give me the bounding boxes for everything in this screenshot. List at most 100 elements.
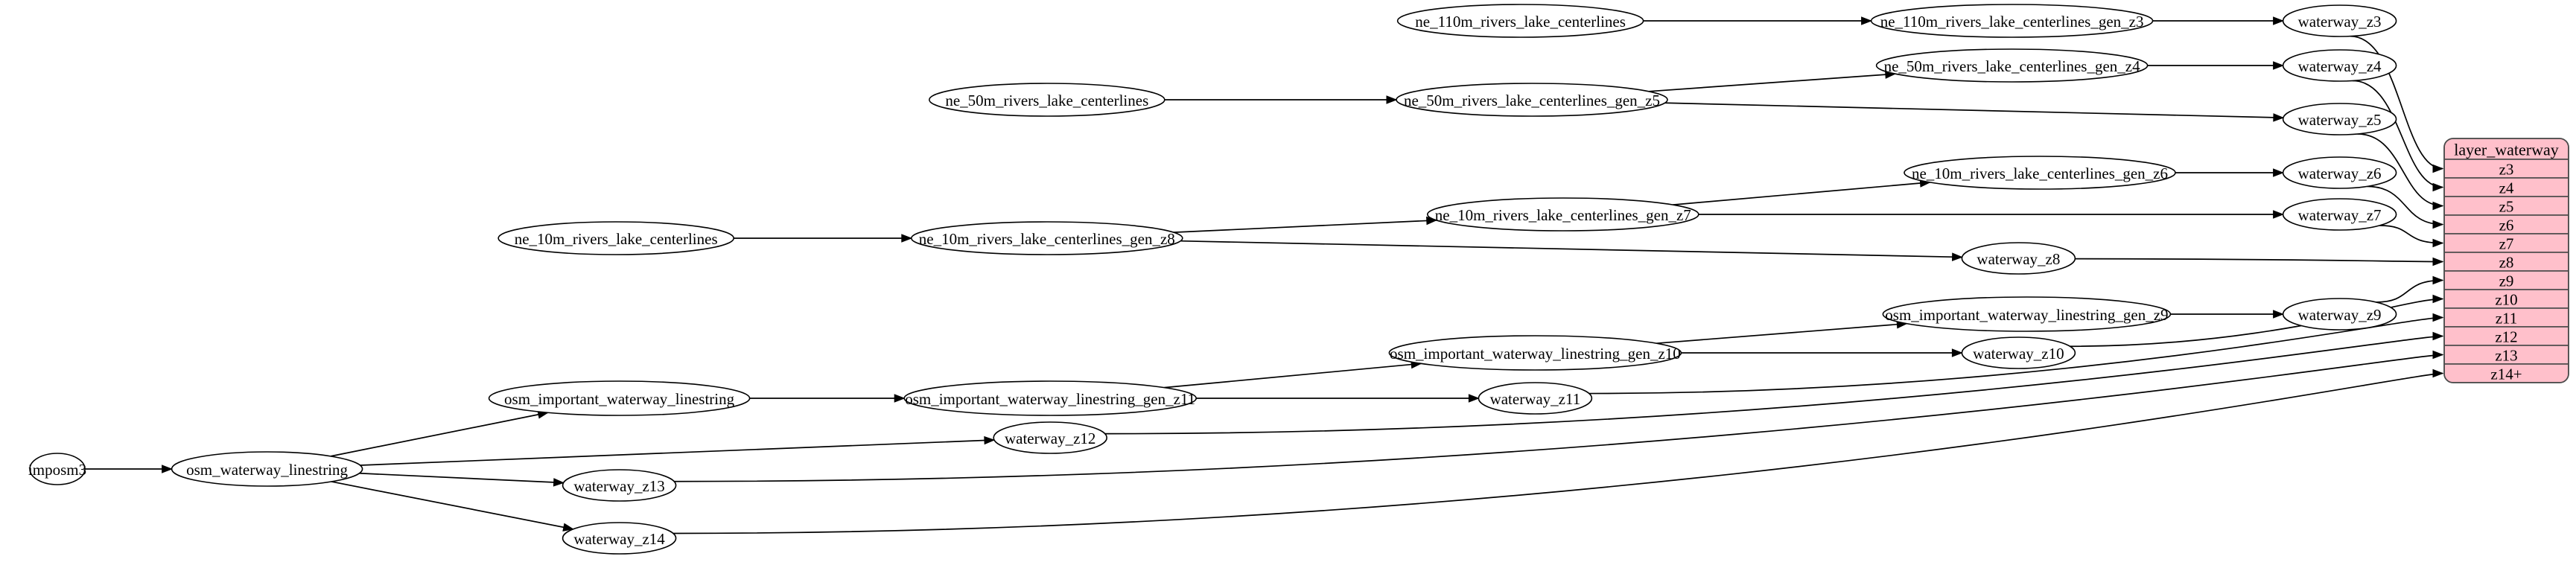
node-ne_10m_rivers_lake_centerlines[interactable]: ne_10m_rivers_lake_centerlines <box>497 221 735 255</box>
node-shape <box>1478 382 1593 415</box>
node-ne_110m_rivers_lake_centerlines_gen_z3[interactable]: ne_110m_rivers_lake_centerlines_gen_z3 <box>1870 4 2154 38</box>
edge-waterway_z7-to-layer_waterway-z7 <box>2379 225 2443 244</box>
table-row-label: z4 <box>2499 179 2514 197</box>
node-shape <box>1396 83 1668 117</box>
table-row-label: z13 <box>2495 347 2517 365</box>
edge-ne_10m_rivers_lake_centerlines_gen_z8-to-waterway_z8 <box>1180 240 1962 258</box>
node-waterway_z5[interactable]: waterway_z5 <box>2282 103 2397 135</box>
edge-waterway_z13-to-layer_waterway-z13 <box>674 354 2443 482</box>
edge-osm_waterway_linestring-to-osm_important_waterway_linestring <box>330 412 548 457</box>
edge-waterway_z12-to-layer_waterway-z12 <box>1104 335 2443 435</box>
node-ne_50m_rivers_lake_centerlines_gen_z5[interactable]: ne_50m_rivers_lake_centerlines_gen_z5 <box>1396 83 1668 117</box>
node-label: waterway_z7 <box>2298 206 2382 224</box>
node-label: osm_important_waterway_linestring_gen_z9 <box>1885 306 2168 324</box>
edge-ne_10m_rivers_lake_centerlines_gen_z8-to-ne_10m_rivers_lake_centerlines_gen_z7 <box>1173 220 1437 233</box>
edge-arrowhead <box>2273 16 2284 25</box>
node-shape <box>488 380 751 416</box>
table-row-label: z7 <box>2499 235 2514 253</box>
table-row-z14+[interactable] <box>2444 363 2569 383</box>
edges-layer <box>85 16 2444 535</box>
node-waterway_z3[interactable]: waterway_z3 <box>2282 4 2397 37</box>
table-row-label: z8 <box>2499 254 2514 272</box>
node-label: osm_waterway_linestring <box>186 461 348 479</box>
edge-arrowhead <box>2432 368 2444 378</box>
table-outline <box>2443 138 2569 383</box>
edge-arrowhead <box>984 435 996 445</box>
node-shape <box>2282 298 2397 331</box>
edge-arrowhead <box>562 523 575 532</box>
node-label: waterway_z11 <box>1490 390 1581 408</box>
node-waterway_z11[interactable]: waterway_z11 <box>1478 382 1593 415</box>
node-waterway_z13[interactable]: waterway_z13 <box>562 469 677 502</box>
node-ne_110m_rivers_lake_centerlines[interactable]: ne_110m_rivers_lake_centerlines <box>1396 4 1644 38</box>
node-shape <box>562 522 677 555</box>
node-label: ne_110m_rivers_lake_centerlines <box>1415 13 1626 31</box>
node-waterway_z4[interactable]: waterway_z4 <box>2282 49 2397 82</box>
edge-ne_50m_rivers_lake_centerlines_gen_z5-to-ne_50m_rivers_lake_centerlines_gen_z4 <box>1648 73 1895 92</box>
node-imposm3[interactable]: imposm3 <box>28 453 86 485</box>
node-waterway_z12[interactable]: waterway_z12 <box>993 421 1107 454</box>
node-shape <box>1427 197 1699 232</box>
node-shape <box>1961 242 2076 275</box>
edge-ne_10m_rivers_lake_centerlines_gen_z7-to-ne_10m_rivers_lake_centerlines_gen_z6 <box>1673 182 1930 205</box>
edge-osm_important_waterway_linestring_gen_z10-to-osm_important_waterway_linestring_gen_z9 <box>1656 322 1907 345</box>
table-row-z10[interactable] <box>2444 289 2569 309</box>
node-label: waterway_z5 <box>2298 111 2382 129</box>
node-osm_important_waterway_linestring_gen_z11[interactable]: osm_important_waterway_linestring_gen_z1… <box>903 380 1197 416</box>
edge-waterway_z3-to-layer_waterway-z3 <box>2350 35 2443 170</box>
node-label: osm_important_waterway_linestring_gen_z1… <box>905 390 1195 408</box>
node-label: waterway_z13 <box>573 477 664 495</box>
node-shape <box>1388 335 1682 371</box>
node-osm_waterway_linestring[interactable]: osm_waterway_linestring <box>171 451 363 487</box>
node-osm_important_waterway_linestring_gen_z9[interactable]: osm_important_waterway_linestring_gen_z9 <box>1882 296 2172 332</box>
node-label: waterway_z6 <box>2298 165 2382 182</box>
node-shape <box>562 469 677 502</box>
layer-waterway-table: layer_waterwayz3z4z5z6z7z8z9z10z11z12z13… <box>2443 138 2569 383</box>
table-title-label: layer_waterway <box>2454 141 2558 159</box>
table-row-label: z9 <box>2499 272 2514 290</box>
table-row-z4[interactable] <box>2444 177 2569 197</box>
node-shape <box>171 451 363 487</box>
node-label: ne_110m_rivers_lake_centerlines_gen_z3 <box>1880 13 2144 31</box>
node-osm_important_waterway_linestring_gen_z10[interactable]: osm_important_waterway_linestring_gen_z1… <box>1388 335 1682 371</box>
edge-arrowhead <box>2273 210 2284 219</box>
node-shape <box>2282 198 2397 231</box>
node-label: waterway_z12 <box>1005 430 1095 447</box>
edge-osm_waterway_linestring-to-waterway_z13 <box>359 472 564 484</box>
node-ne_10m_rivers_lake_centerlines_gen_z8[interactable]: ne_10m_rivers_lake_centerlines_gen_z8 <box>911 221 1183 255</box>
node-shape <box>2282 49 2397 82</box>
node-label: waterway_z9 <box>2298 306 2382 324</box>
node-waterway_z6[interactable]: waterway_z6 <box>2282 156 2397 189</box>
node-shape <box>2282 103 2397 135</box>
edge-arrowhead <box>2273 310 2284 319</box>
node-waterway_z7[interactable]: waterway_z7 <box>2282 198 2397 231</box>
node-waterway_z10[interactable]: waterway_z10 <box>1961 336 2076 369</box>
node-waterway_z8[interactable]: waterway_z8 <box>1961 242 2076 275</box>
node-waterway_z14[interactable]: waterway_z14 <box>562 522 677 555</box>
node-ne_10m_rivers_lake_centerlines_gen_z6[interactable]: ne_10m_rivers_lake_centerlines_gen_z6 <box>1904 156 2176 190</box>
node-ne_50m_rivers_lake_centerlines_gen_z4[interactable]: ne_50m_rivers_lake_centerlines_gen_z4 <box>1875 48 2149 83</box>
node-osm_important_waterway_linestring[interactable]: osm_important_waterway_linestring <box>488 380 751 416</box>
node-shape <box>1875 48 2149 83</box>
node-label: imposm3 <box>28 461 86 479</box>
edge-arrowhead <box>1861 16 1872 25</box>
edge-waterway_z6-to-layer_waterway-z6 <box>2367 185 2443 226</box>
table-row-label: z6 <box>2499 217 2514 234</box>
edge-arrowhead <box>553 478 565 487</box>
node-waterway_z9[interactable]: waterway_z9 <box>2282 298 2397 331</box>
edge-arrowhead <box>1386 95 1398 104</box>
node-ne_10m_rivers_lake_centerlines_gen_z7[interactable]: ne_10m_rivers_lake_centerlines_gen_z7 <box>1427 197 1699 232</box>
node-shape <box>2282 156 2397 189</box>
edge-waterway_z11-to-layer_waterway-z11 <box>1588 316 2443 395</box>
node-shape <box>929 83 1165 117</box>
table-row-z9[interactable] <box>2444 270 2569 290</box>
table-row-label: z12 <box>2495 328 2517 346</box>
edge-arrowhead <box>901 234 913 243</box>
node-label: ne_50m_rivers_lake_centerlines <box>945 92 1148 109</box>
node-label: waterway_z10 <box>1973 345 2064 363</box>
table-row-z5[interactable] <box>2444 196 2569 216</box>
table-row-z7[interactable] <box>2444 233 2569 253</box>
edge-waterway_z14-to-layer_waterway-z14+ <box>672 372 2443 535</box>
node-ne_50m_rivers_lake_centerlines[interactable]: ne_50m_rivers_lake_centerlines <box>929 83 1165 117</box>
